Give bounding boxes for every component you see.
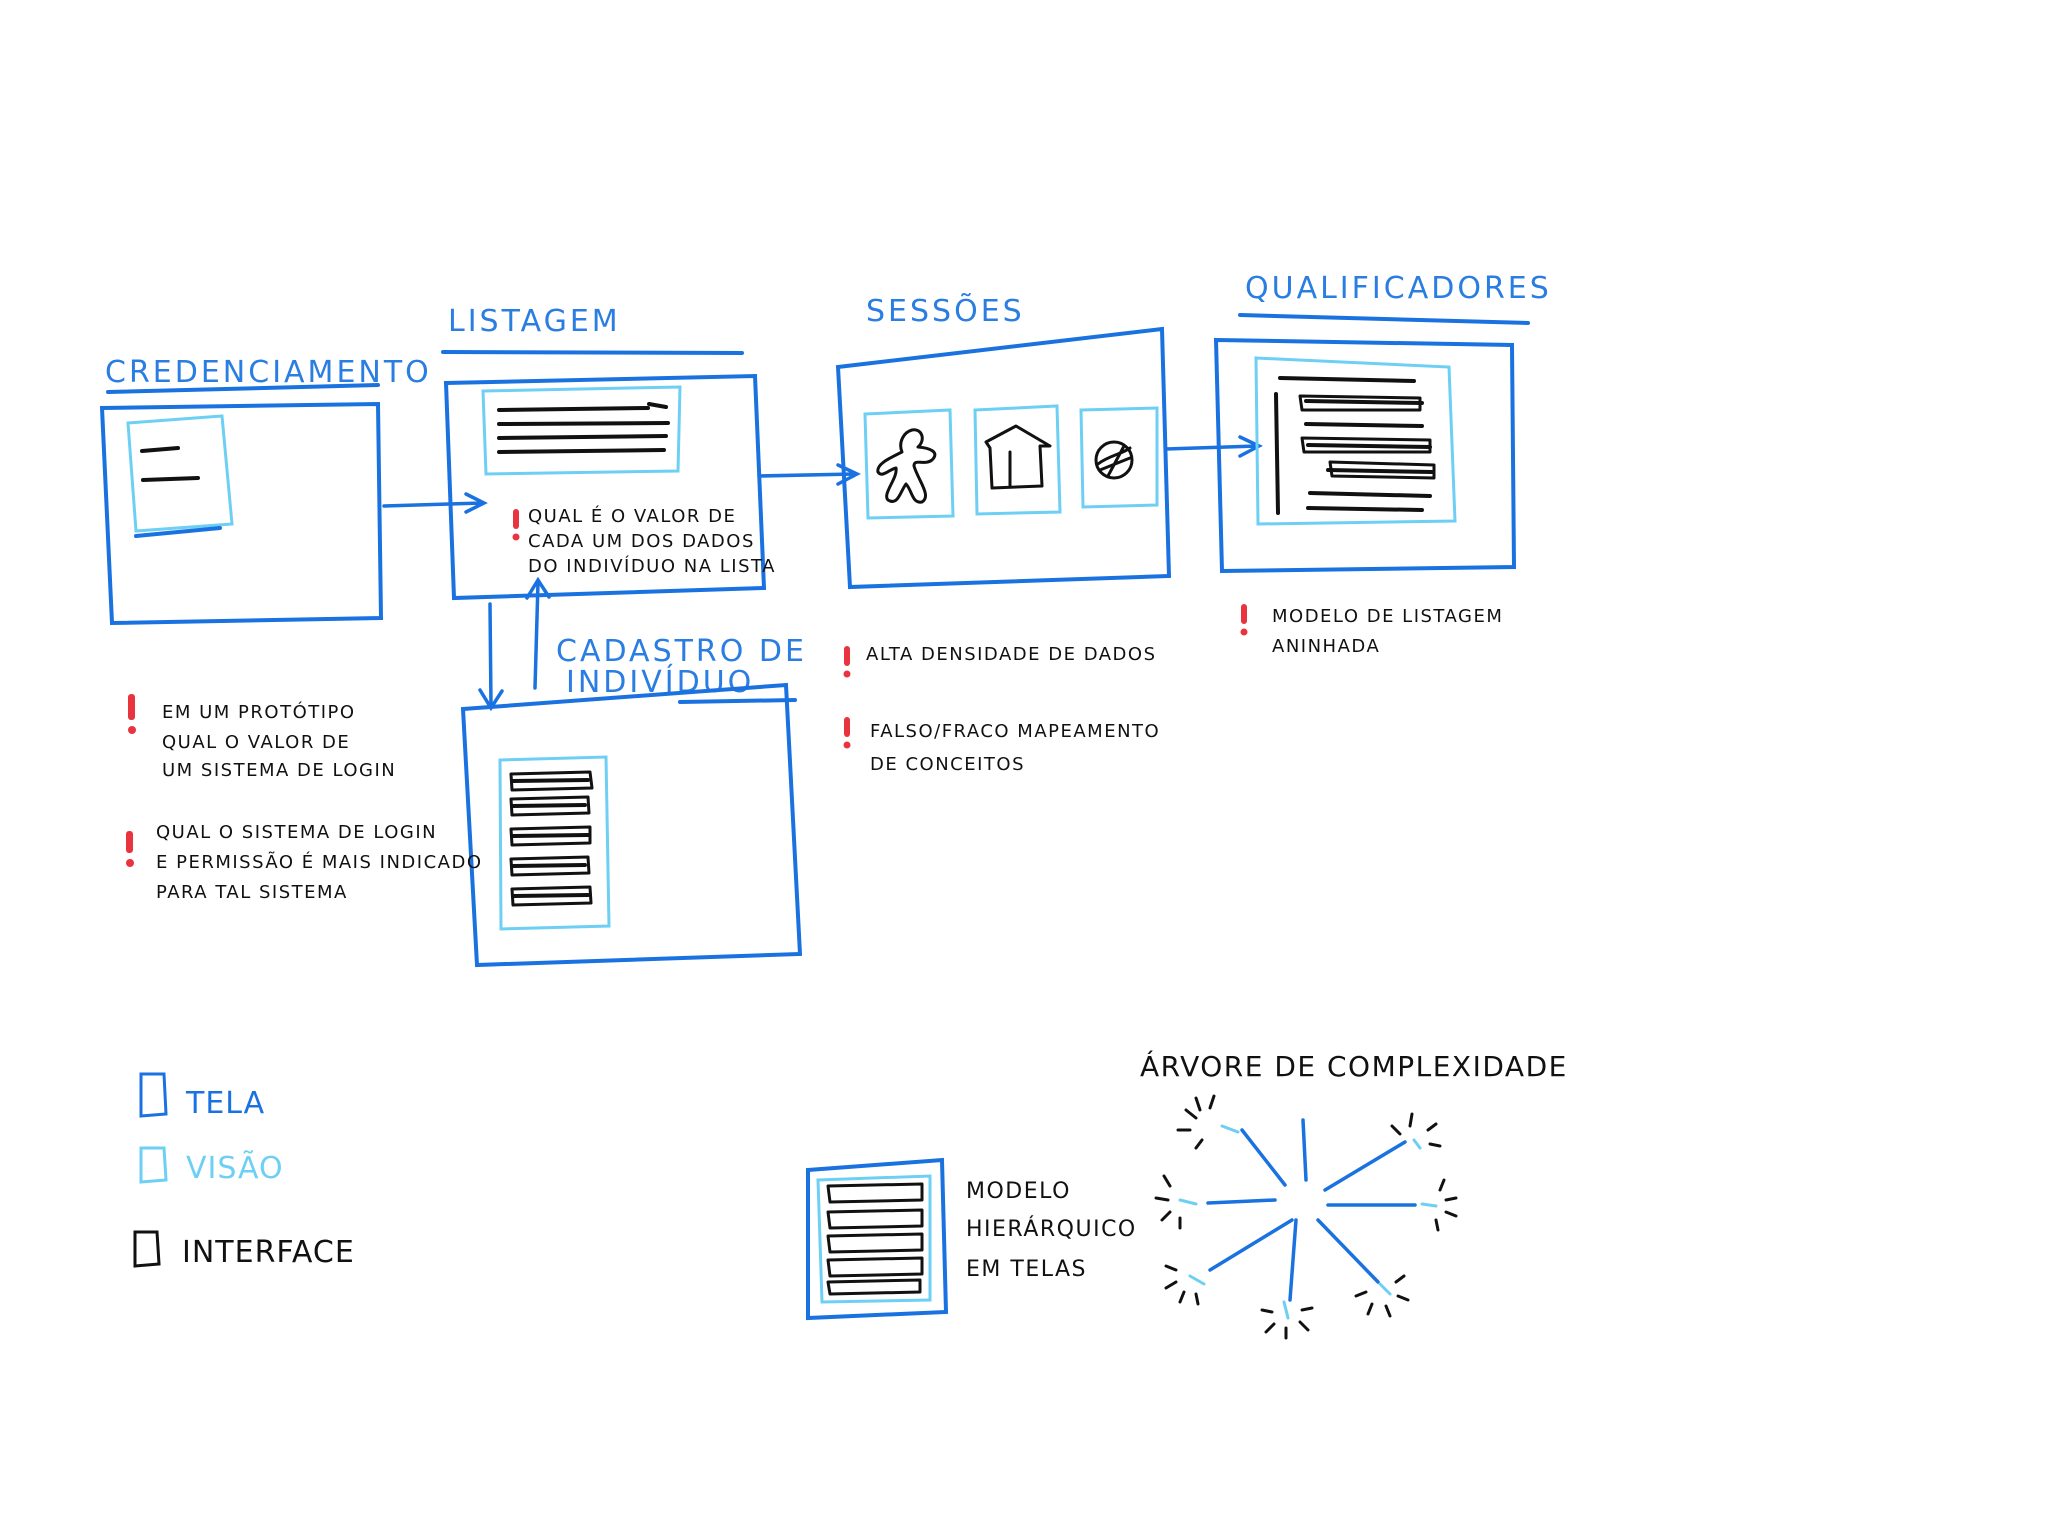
visao-frame — [498, 755, 611, 931]
screen-listagem: LISTAGEM QUAL É O VALOR DE CADA UM DOS D… — [441, 304, 776, 601]
tela-frame — [99, 401, 384, 626]
screen-cadastro: CADASTRO DE INDIVÍDUO — [460, 634, 820, 968]
tree-node — [1390, 1112, 1442, 1150]
tree-node — [1260, 1300, 1314, 1340]
legend: TELA VISÃO INTERFACE — [133, 1072, 355, 1270]
legend-label-visao: VISÃO — [186, 1150, 284, 1186]
hierarchy-model-label: MODELO HIERÁRQUICO EM TELAS — [966, 1179, 1145, 1282]
hierarchy-model: MODELO HIERÁRQUICO EM TELAS — [806, 1157, 1145, 1321]
title-sessoes: SESSÕES — [866, 292, 1025, 329]
note-sessoes-1: ALTA DENSIDADE DE DADOS — [866, 644, 1157, 665]
visao-frame — [1254, 356, 1457, 526]
arrow-sessoes-qualificadores — [1164, 435, 1263, 458]
tree-node — [1154, 1174, 1198, 1230]
visao-globe — [1079, 406, 1159, 509]
screen-qualificadores: QUALIFICADORES MODELO DE LISTAGEM ANINHA… — [1213, 271, 1552, 657]
house-icon — [984, 424, 1052, 490]
legend-label-interface: INTERFACE — [182, 1235, 355, 1270]
legend-swatch-visao — [139, 1146, 168, 1184]
title-credenciamento: CREDENCIAMENTO — [105, 355, 432, 390]
tree-node — [1164, 1264, 1206, 1306]
tree-node — [1354, 1274, 1410, 1318]
legend-swatch-interface — [133, 1230, 161, 1268]
screen-credenciamento: CREDENCIAMENTO — [99, 355, 432, 626]
complexity-tree: ÁRVORE DE COMPLEXIDADE — [1140, 1049, 1568, 1340]
tela-frame — [460, 682, 803, 968]
visao-frame — [481, 385, 682, 476]
complexity-tree-title: ÁRVORE DE COMPLEXIDADE — [1140, 1049, 1568, 1083]
arrow-credenciamento-listagem — [382, 492, 488, 514]
title-qualificadores: QUALIFICADORES — [1245, 271, 1552, 306]
arrow-cadastro-listagem — [525, 576, 551, 690]
note-qualificadores: MODELO DE LISTAGEM ANINHADA — [1272, 606, 1511, 657]
note-listagem: QUAL É O VALOR DE CADA UM DOS DADOS DO I… — [528, 505, 776, 577]
legend-swatch-tela — [139, 1072, 168, 1118]
globe-icon — [1094, 440, 1134, 480]
title-cadastro: CADASTRO DE INDIVÍDUO — [556, 634, 820, 700]
title-listagem: LISTAGEM — [448, 304, 621, 339]
visao-frame — [126, 414, 234, 533]
person-icon — [876, 428, 937, 504]
notes-credenciamento: EM UM PROTÓTIPO QUAL O VALOR DE UM SISTE… — [126, 694, 490, 903]
tree-node — [1420, 1178, 1458, 1232]
tela-frame — [806, 1157, 949, 1321]
screen-sessoes: SESSÕES ALTA DENSIDADE DE DADOS FALSO/FR… — [835, 292, 1172, 775]
tela-frame — [443, 373, 767, 601]
legend-label-tela: TELA — [185, 1086, 265, 1121]
tela-frame — [835, 326, 1172, 590]
visao-house — [973, 404, 1062, 516]
visao-frame — [816, 1174, 932, 1304]
tree-node — [1176, 1094, 1240, 1150]
arrow-listagem-cadastro — [478, 602, 504, 712]
note-sessoes-2: FALSO/FRACO MAPEAMENTO DE CONCEITOS — [870, 721, 1167, 775]
visao-person — [863, 408, 955, 520]
tela-frame — [1213, 337, 1517, 574]
note-credenciamento-2: QUAL O SISTEMA DE LOGIN E PERMISSÃO É MA… — [156, 822, 490, 903]
note-credenciamento-1: EM UM PROTÓTIPO QUAL O VALOR DE UM SISTE… — [162, 701, 396, 781]
